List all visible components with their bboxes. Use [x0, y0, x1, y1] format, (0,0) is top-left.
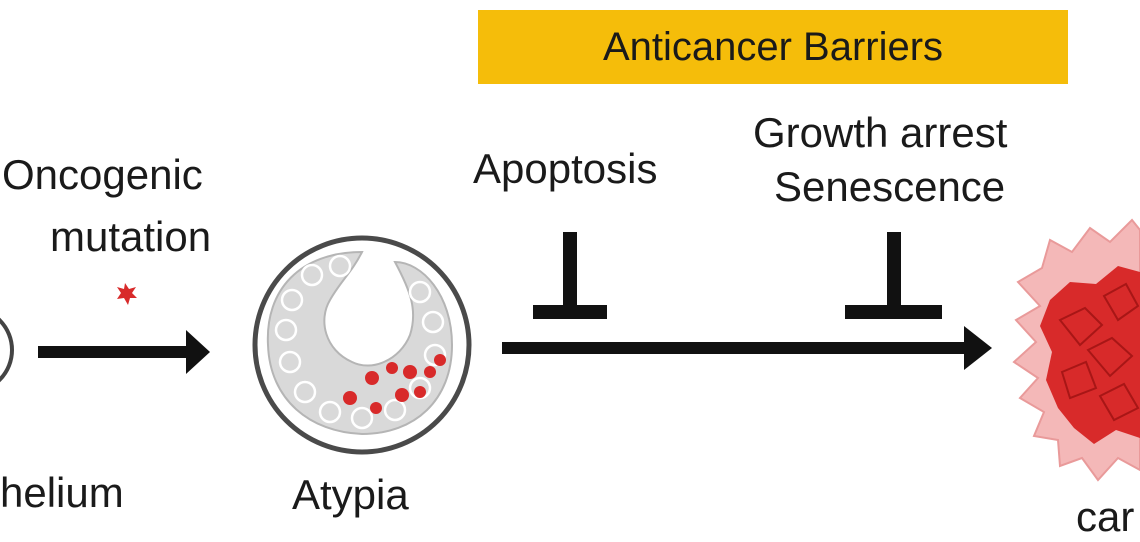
- cancer-label: car: [1076, 493, 1135, 540]
- banner-text: Anticancer Barriers: [602, 24, 944, 69]
- senescence-label: Senescence: [774, 163, 1006, 210]
- atypia-duct-icon: [252, 235, 472, 455]
- growth-arrest-label: Growth arrest: [753, 109, 1008, 156]
- progression-arrow-2: [502, 326, 992, 370]
- normal-epithelium-icon: [0, 317, 14, 383]
- progression-arrow-1: [38, 330, 210, 374]
- apoptosis-label: Apoptosis: [473, 145, 658, 192]
- anticancer-barriers-banner: Anticancer Barriers: [478, 10, 1068, 84]
- senescence-barrier-icon: [845, 232, 942, 319]
- atypia-label: Atypia: [292, 471, 409, 518]
- oncogenic-label-line2: mutation: [50, 213, 212, 260]
- apoptosis-barrier-icon: [533, 232, 607, 319]
- epithelium-label: helium: [0, 469, 124, 516]
- oncogenic-label-line1: Oncogenic: [2, 151, 203, 198]
- mutation-star-icon: [117, 283, 137, 305]
- tumor-mass-icon: [1012, 218, 1140, 482]
